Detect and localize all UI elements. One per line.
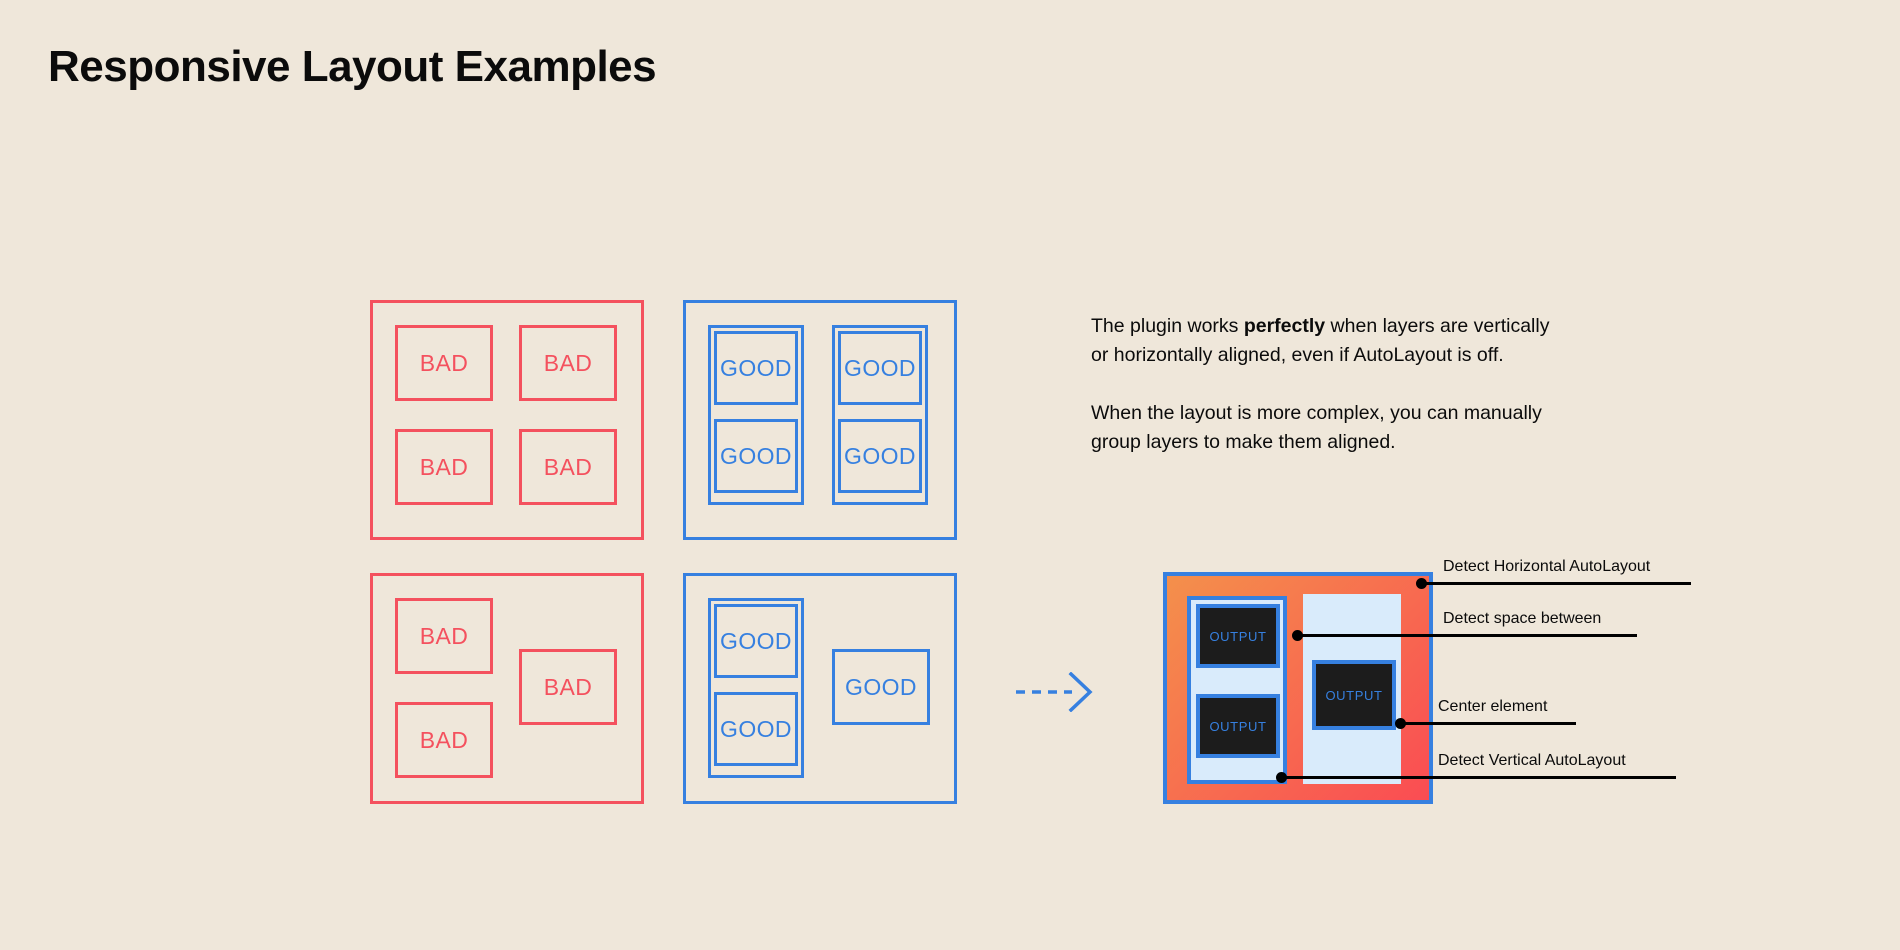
layer-label: GOOD xyxy=(720,354,792,381)
output-box-label: OUTPUT xyxy=(1325,687,1383,703)
description-p1-part-a: The plugin works xyxy=(1091,315,1244,337)
description-paragraph-2: When the layout is more complex, you can… xyxy=(1091,402,1542,453)
annotation-line xyxy=(1421,582,1691,585)
layer-label: BAD xyxy=(543,453,593,480)
layer-label: BAD xyxy=(543,349,593,376)
layer-label: GOOD xyxy=(720,442,792,469)
layer-label: GOOD xyxy=(720,627,792,654)
annotation-line xyxy=(1297,634,1637,637)
annotation-label: Center element xyxy=(1438,698,1548,715)
layer-box-bad: BAD xyxy=(395,702,493,778)
output-box: OUTPUT xyxy=(1196,604,1280,668)
output-box-label: OUTPUT xyxy=(1209,718,1267,734)
layer-group-wrapper: GOOD GOOD xyxy=(708,325,804,505)
description-p1-emphasis: perfectly xyxy=(1243,315,1326,337)
layer-label: BAD xyxy=(419,726,469,753)
annotation-label: Detect space between xyxy=(1443,610,1602,627)
description-paragraph-1: The plugin works perfectly when layers a… xyxy=(1091,312,1561,370)
page-title: Responsive Layout Examples xyxy=(48,42,657,91)
output-box: OUTPUT xyxy=(1312,660,1396,730)
layer-label: BAD xyxy=(543,673,593,700)
layer-label: GOOD xyxy=(844,442,916,469)
example-panel-bad-complex: BAD BAD BAD xyxy=(370,573,644,804)
output-box: OUTPUT xyxy=(1196,694,1280,758)
example-panel-bad-grid: BAD BAD BAD BAD xyxy=(370,300,644,540)
layer-group-wrapper: GOOD GOOD xyxy=(708,598,804,778)
layer-label: GOOD xyxy=(845,673,917,700)
layer-box-good: GOOD xyxy=(714,331,798,405)
layer-box-bad: BAD xyxy=(519,429,617,505)
annotation-label: Detect Vertical AutoLayout xyxy=(1438,752,1626,769)
layer-box-bad: BAD xyxy=(395,325,493,401)
layer-box-good: GOOD xyxy=(714,419,798,493)
example-panel-good-grid: GOOD GOOD GOOD GOOD xyxy=(683,300,957,540)
layer-box-bad: BAD xyxy=(519,325,617,401)
description-p1-part-b: when layers are vertically or horizontal… xyxy=(1091,315,1550,366)
annotation-line xyxy=(1400,722,1576,725)
layer-label: BAD xyxy=(419,622,469,649)
description-text: The plugin works perfectly when layers a… xyxy=(1091,312,1561,457)
annotation-label: Detect Horizontal AutoLayout xyxy=(1443,558,1651,575)
example-panel-good-complex: GOOD GOOD GOOD xyxy=(683,573,957,804)
layer-box-bad: BAD xyxy=(519,649,617,725)
layer-box-good: GOOD xyxy=(838,331,922,405)
layer-label: GOOD xyxy=(844,354,916,381)
layer-group-wrapper: GOOD GOOD xyxy=(832,325,928,505)
layer-label: BAD xyxy=(419,453,469,480)
output-diagram: OUTPUT OUTPUT OUTPUT xyxy=(1163,572,1433,804)
layer-box-good: GOOD xyxy=(838,419,922,493)
layer-box-good: GOOD xyxy=(832,649,930,725)
layer-box-bad: BAD xyxy=(395,598,493,674)
flow-arrow-icon xyxy=(1016,672,1093,712)
annotation-line xyxy=(1281,776,1676,779)
layer-box-bad: BAD xyxy=(395,429,493,505)
output-box-label: OUTPUT xyxy=(1209,628,1267,644)
layer-box-good: GOOD xyxy=(714,604,798,678)
layer-label: GOOD xyxy=(720,715,792,742)
layer-label: BAD xyxy=(419,349,469,376)
layer-box-good: GOOD xyxy=(714,692,798,766)
